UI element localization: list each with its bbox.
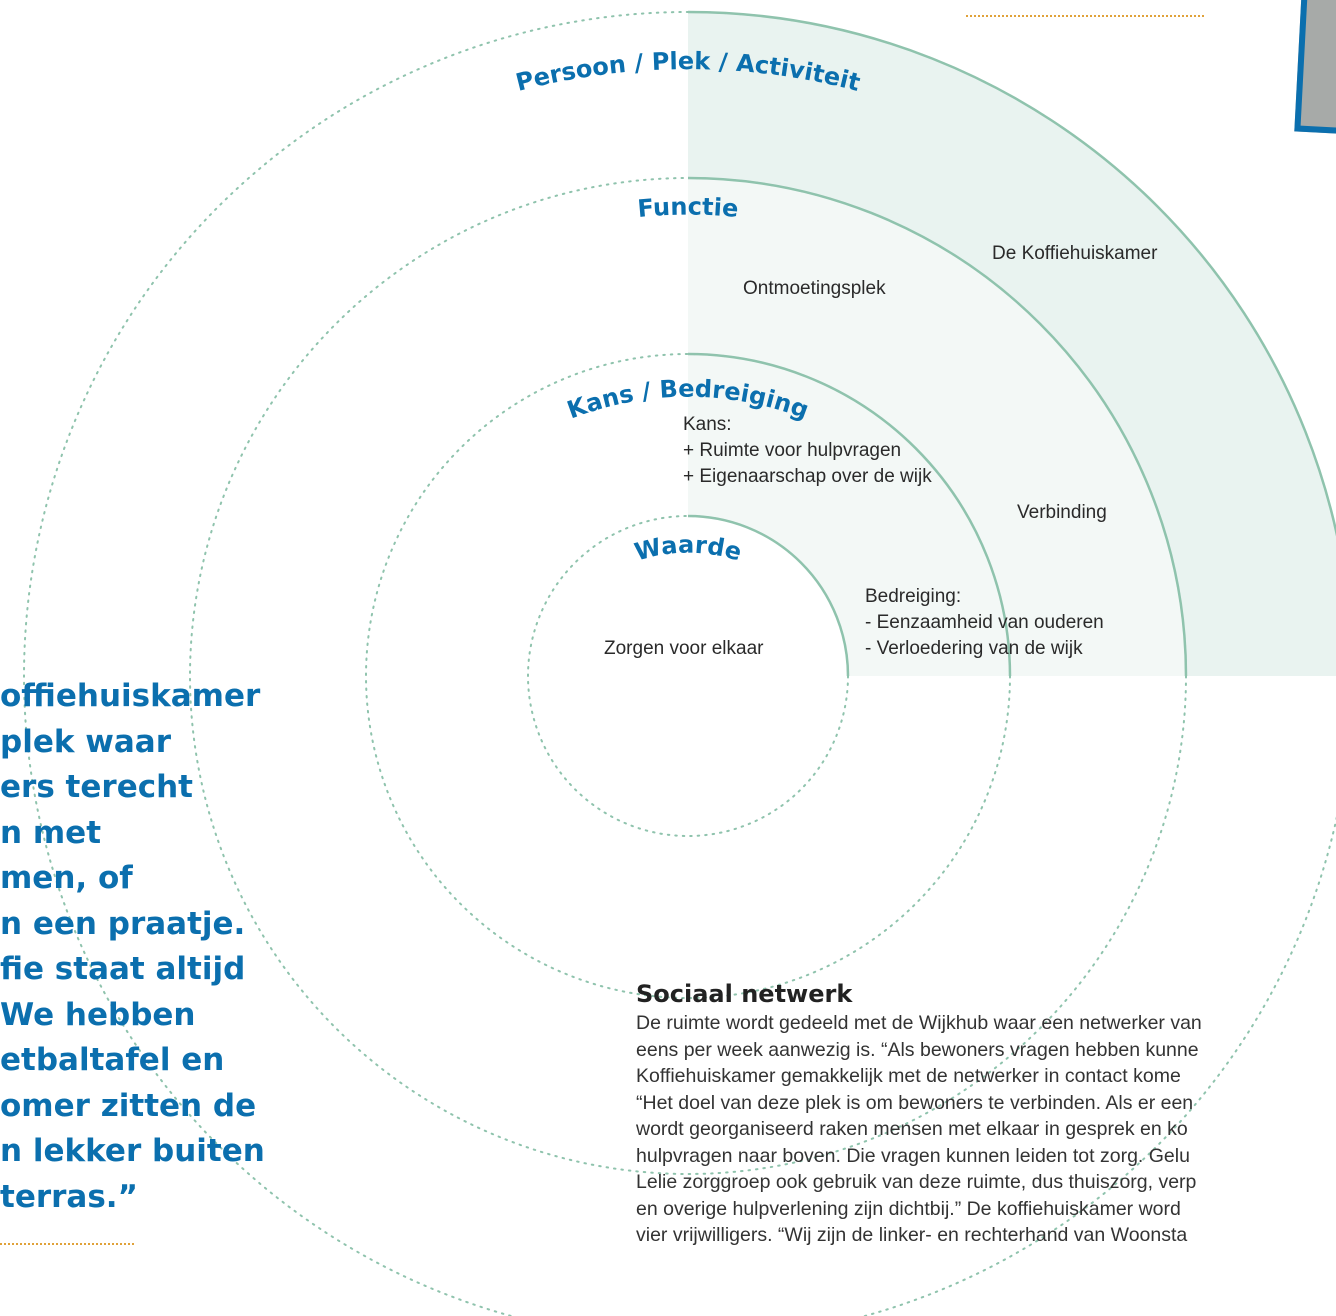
dotted-circle-second [365,353,1011,999]
article-line: De ruimte wordt gedeeld met de Wijkhub w… [636,1012,1202,1034]
sector-inner [688,516,848,676]
article-line: “Het doel van deze plek is om bewoners t… [636,1091,1194,1114]
chance-item-1: + Ruimte voor hulpvragen [683,440,901,461]
article-line: vier vrijwilligers. “Wij zijn de linker-… [636,1224,1188,1246]
function-label-1: Ontmoetingsplek [743,278,886,299]
quote-line: fie staat altijd [0,951,246,987]
article-line: wordt georganiseerd raken mensen met elk… [636,1118,1188,1140]
threat-item-2: - Verloedering van de wijk [865,638,1083,659]
quote-line: etbaltafel en [0,1042,225,1078]
function-label-2: Verbinding [1017,502,1107,523]
article-title: Sociaal netwerk [636,980,853,1008]
article-line: Lelie zorggroep ook gebruik van deze rui… [636,1171,1197,1193]
quote-line: n een praatje. [0,905,246,942]
article-section: Sociaal netwerk De ruimte wordt gedeeld … [636,978,1336,1249]
quote-line: men, of [0,860,133,896]
quote-line: terras.” [0,1178,138,1215]
chance-item-2: + Eigenaarschap over de wijk [683,466,932,487]
article-line: eens per week aanwezig is. “Als bewoners… [636,1038,1199,1061]
article-line: hulpvragen naar boven. Die vragen kunnen… [636,1144,1190,1167]
threat-title: Bedreiging: [865,586,961,607]
article-line: en overige hulpverlening zijn dichtbij.”… [636,1197,1181,1220]
article-line: Koffiehuiskamer gemakkelijk met de netwe… [636,1065,1181,1087]
quote-dotted-rule [0,1243,134,1245]
chance-title: Kans: [683,414,732,435]
value-label: Zorgen voor elkaar [604,638,764,659]
photo-frame [1294,0,1336,135]
quote-line: plek waar [0,723,172,760]
top-dotted-rule [966,15,1204,17]
quote-line: ers terecht [0,769,193,805]
activity-label: De Koffiehuiskamer [992,243,1158,264]
quote-line: We hebben [0,996,196,1033]
quote-line: n lekker buiten [0,1133,265,1169]
quote-line: offiehuiskamer [0,678,261,714]
ring-label-third: Functie [636,193,739,223]
dotted-circle-third [189,177,1187,1175]
dotted-circle-outer [23,11,1336,1316]
threat-item-1: - Eenzaamheid van ouderen [865,612,1104,633]
quote-line: n met [0,814,102,851]
pull-quote: offiehuiskamer plek waar ers terecht n met m… [0,674,300,1220]
dotted-circle-inner [527,515,849,837]
quote-line: omer zitten de [0,1087,257,1124]
